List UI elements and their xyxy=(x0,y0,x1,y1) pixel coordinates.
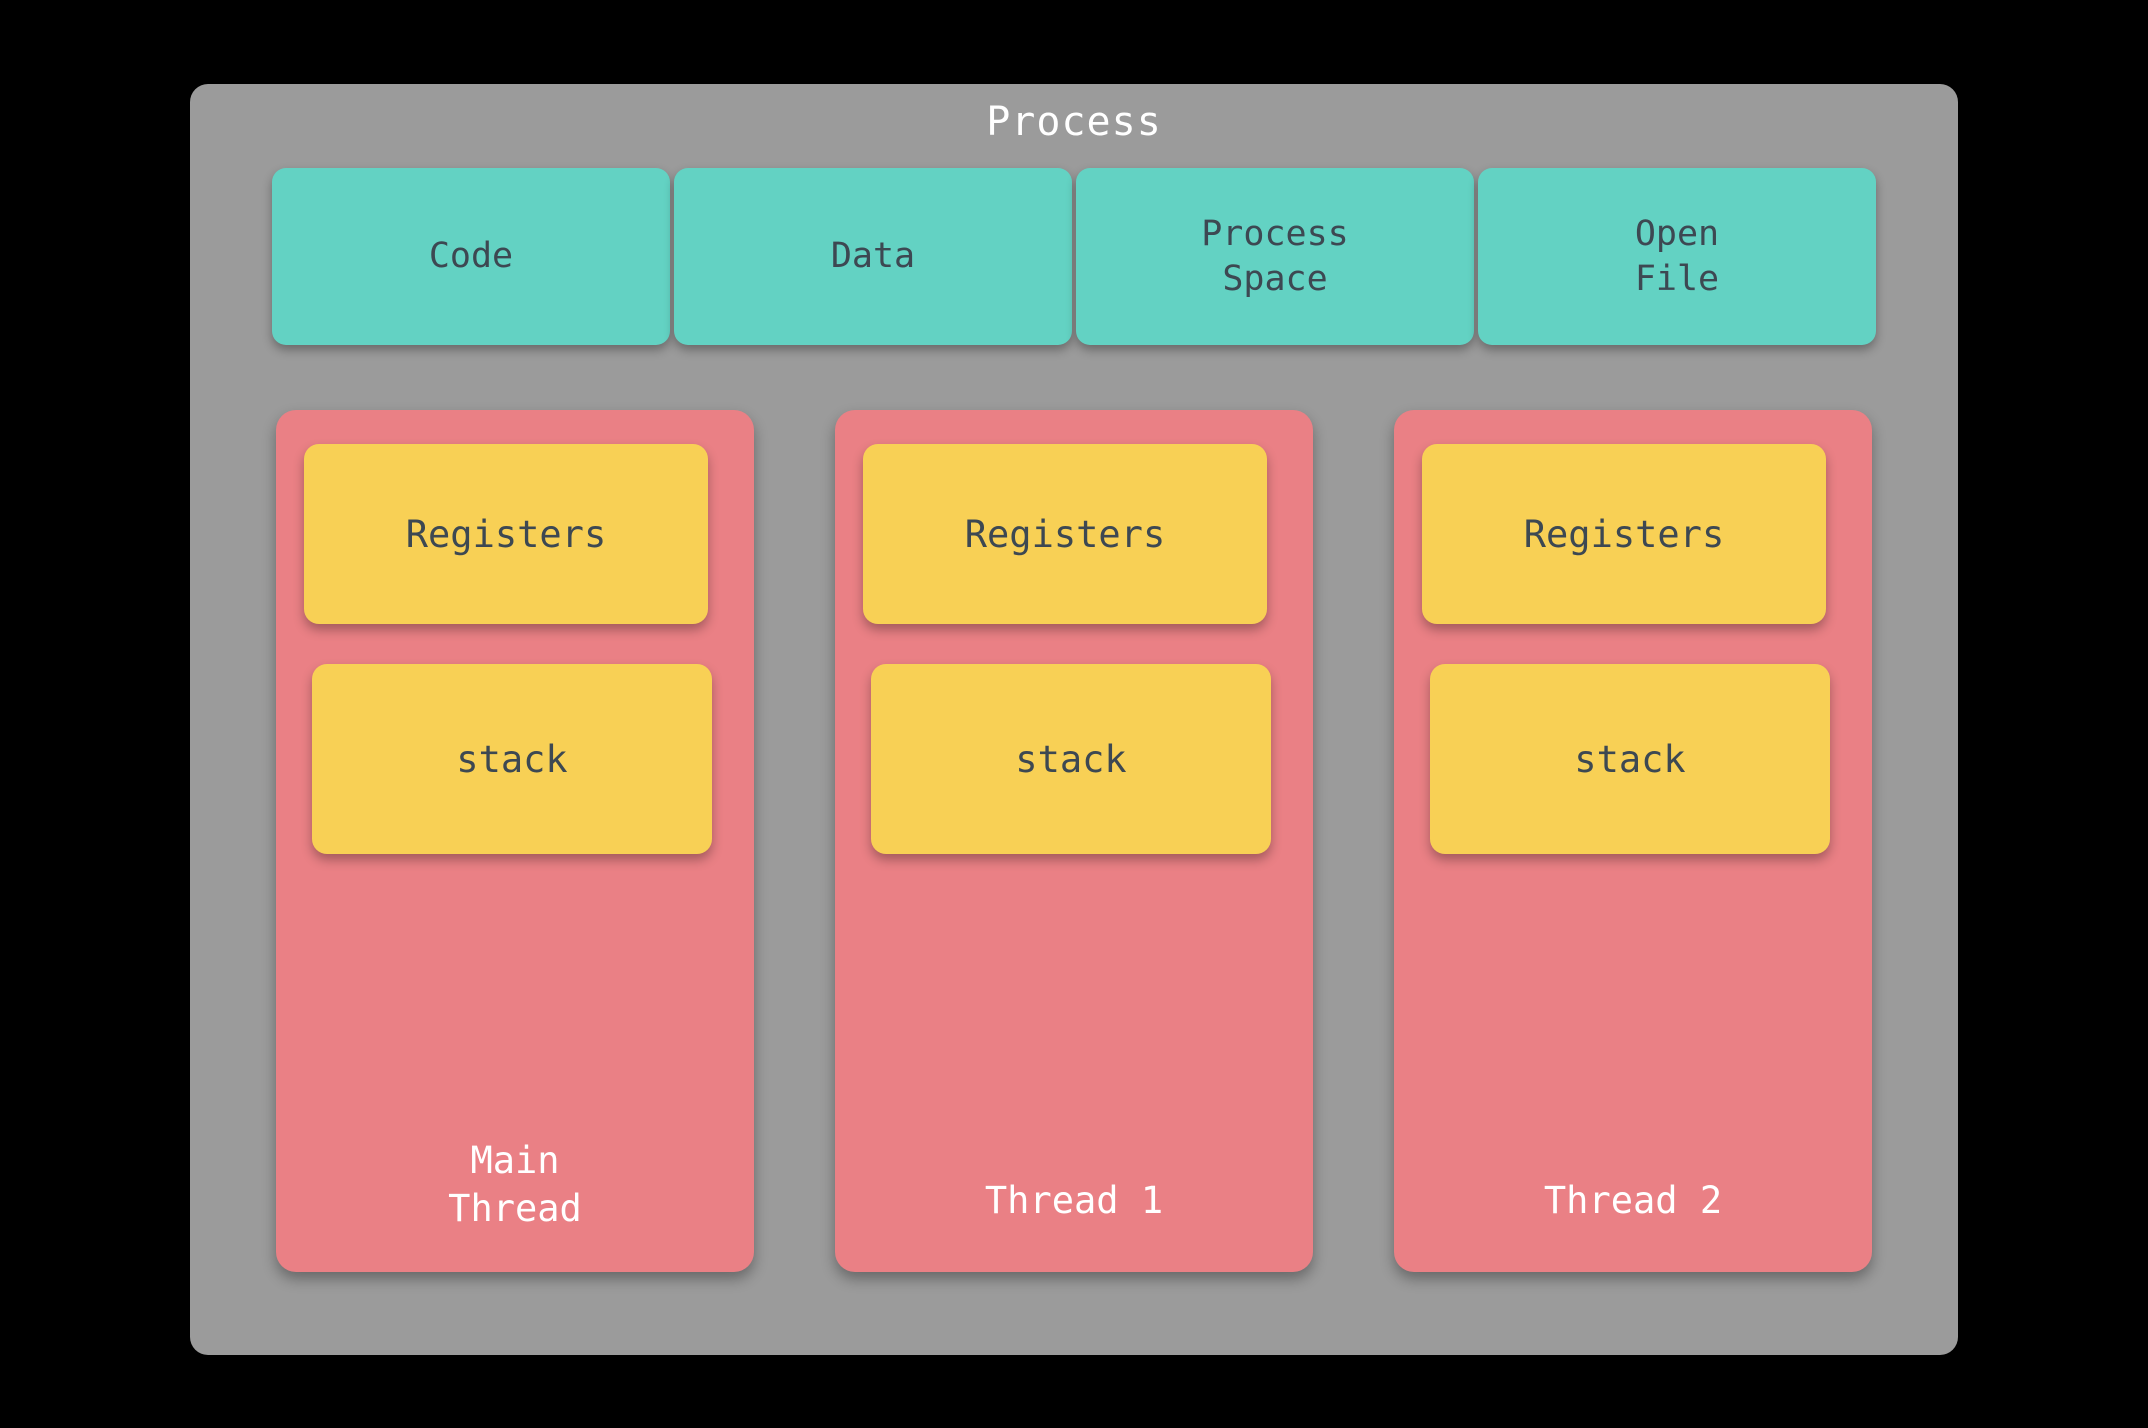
threads-row: Registers stack Main Thread Registers st… xyxy=(198,410,1950,1272)
thread-main-stack: stack xyxy=(312,664,712,854)
thread-main-registers: Registers xyxy=(304,444,708,624)
process-resources-row: Code Data Process Space Open File xyxy=(272,168,1876,345)
resource-box-open-file: Open File xyxy=(1478,168,1876,345)
thread-1-registers: Registers xyxy=(863,444,1267,624)
thread-card-2: Registers stack Thread 2 xyxy=(1394,410,1872,1272)
thread-main-label: Main Thread xyxy=(448,1139,582,1230)
resource-box-code: Code xyxy=(272,168,670,345)
resource-box-process-space: Process Space xyxy=(1076,168,1474,345)
process-title: Process xyxy=(986,99,1162,145)
process-panel: Process Code Data Process Space Open Fil… xyxy=(190,84,1958,1355)
thread-1-label: Thread 1 xyxy=(984,1178,1164,1222)
thread-2-stack: stack xyxy=(1430,664,1830,854)
thread-2-registers: Registers xyxy=(1422,444,1826,624)
thread-card-main: Registers stack Main Thread xyxy=(276,410,754,1272)
thread-1-stack: stack xyxy=(871,664,1271,854)
resource-box-data: Data xyxy=(674,168,1072,345)
thread-card-1: Registers stack Thread 1 xyxy=(835,410,1313,1272)
thread-2-label: Thread 2 xyxy=(1543,1178,1723,1222)
